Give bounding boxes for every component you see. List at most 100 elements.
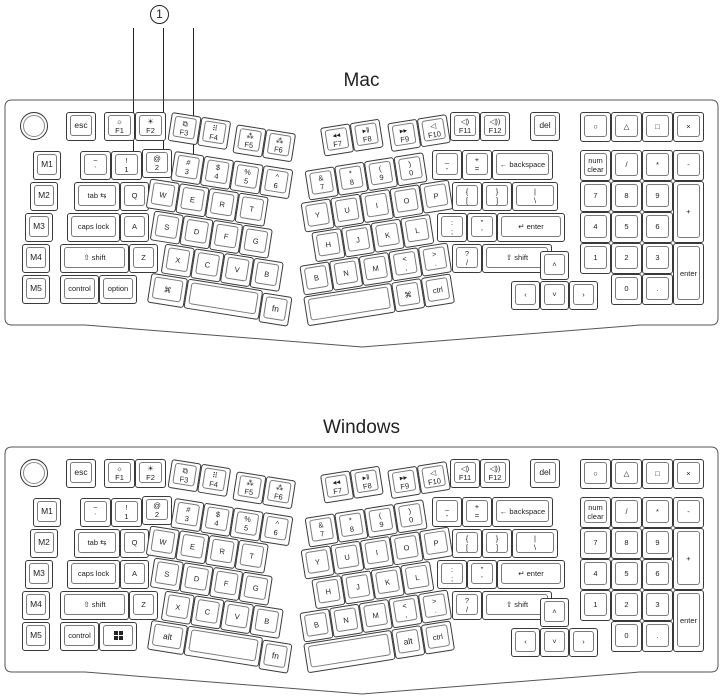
key-x[interactable]: X [160, 590, 195, 625]
key-z[interactable]: Z [129, 244, 158, 273]
key-esc[interactable]: esc [66, 112, 96, 141]
key-a[interactable]: A [120, 213, 149, 242]
key-f12[interactable]: ◁))F12 [480, 459, 510, 488]
key-np1[interactable]: 1 [580, 243, 611, 274]
key-np8[interactable]: 8 [611, 181, 642, 212]
key-f12[interactable]: ◁))F12 [480, 112, 510, 141]
key-c[interactable]: C [190, 595, 225, 630]
key-np1[interactable]: 1 [580, 590, 611, 621]
key-comma[interactable]: <, [388, 594, 423, 629]
key-semicolon[interactable]: :; [437, 560, 467, 589]
key-npenter[interactable]: enter [673, 590, 704, 652]
key-np9[interactable]: 9 [642, 181, 673, 212]
key-m2[interactable]: M2 [30, 529, 58, 558]
key-f1[interactable]: ☼F1 [104, 459, 135, 488]
key-equal[interactable]: += [462, 150, 492, 180]
key-np6[interactable]: 6 [642, 212, 673, 243]
key-l[interactable]: L [400, 560, 435, 596]
key-f4[interactable]: ⠿F4 [197, 463, 232, 498]
key-k3[interactable]: #3 [170, 497, 205, 533]
key-circle[interactable]: ○ [580, 459, 611, 489]
key-np9[interactable]: 9 [642, 528, 673, 559]
key-np8[interactable]: 8 [611, 528, 642, 559]
key-f11[interactable]: ◁)F11 [450, 112, 480, 141]
key-np6[interactable]: 6 [642, 559, 673, 590]
key-right[interactable]: › [569, 628, 598, 657]
key-npplus[interactable]: + [673, 181, 704, 243]
key-rmod[interactable]: alt [391, 625, 426, 660]
key-rbracket[interactable]: }] [482, 182, 512, 211]
key-k6[interactable]: ^6 [259, 512, 294, 547]
key-square[interactable]: □ [642, 459, 673, 489]
key-np2[interactable]: 2 [611, 590, 642, 621]
key-np7[interactable]: 7 [580, 528, 611, 559]
key-quote[interactable]: "' [467, 213, 497, 242]
key-h[interactable]: H [311, 574, 346, 610]
key-k2[interactable]: @2 [142, 496, 172, 525]
key-slash[interactable]: ?/ [452, 591, 482, 620]
key-lshift[interactable]: ⇧ shift [60, 591, 129, 620]
key-m3[interactable]: M3 [25, 213, 53, 242]
key-k4[interactable]: $4 [199, 502, 235, 537]
key-m1[interactable]: M1 [33, 151, 61, 180]
key-f2[interactable]: ☀F2 [135, 112, 166, 141]
key-k1[interactable]: !1 [111, 498, 142, 527]
key-del[interactable]: del [530, 112, 560, 141]
key-npstar[interactable]: * [642, 497, 673, 528]
key-triangle[interactable]: △ [611, 459, 642, 489]
key-npminus[interactable]: - [673, 150, 704, 181]
key-p[interactable]: P [419, 526, 454, 561]
key-v[interactable]: V [219, 599, 255, 635]
key-option[interactable] [99, 622, 137, 651]
key-np3[interactable]: 3 [642, 243, 673, 274]
key-j[interactable]: J [340, 570, 376, 605]
key-g[interactable]: G [238, 571, 273, 606]
key-f[interactable]: F [208, 566, 244, 602]
key-period[interactable]: >. [417, 589, 453, 624]
key-minus[interactable]: _- [432, 497, 462, 527]
key-npslash[interactable]: / [611, 497, 642, 528]
key-np7[interactable]: 7 [580, 181, 611, 212]
key-np0[interactable]: 0 [611, 621, 642, 652]
key-f9[interactable]: ▸▸F9 [387, 465, 422, 500]
key-b2[interactable]: B [299, 608, 334, 643]
key-npdot[interactable]: . [642, 274, 673, 305]
key-f11[interactable]: ◁)F11 [450, 459, 480, 488]
key-lbracket[interactable]: {[ [452, 182, 482, 211]
key-lmod[interactable]: alt [146, 619, 189, 656]
key-w[interactable]: W [145, 525, 180, 560]
key-slash[interactable]: ?/ [452, 244, 482, 273]
key-esc[interactable]: esc [66, 459, 96, 488]
key-grave[interactable]: ~` [80, 151, 111, 180]
key-cross[interactable]: × [673, 112, 704, 142]
key-backspace[interactable]: ← backspace [492, 497, 553, 527]
key-rbracket[interactable]: }] [482, 529, 512, 558]
key-npplus[interactable]: + [673, 528, 704, 590]
key-left[interactable]: ‹ [511, 281, 540, 310]
key-m[interactable]: M [358, 598, 393, 634]
key-del[interactable]: del [530, 459, 560, 488]
key-s[interactable]: S [149, 557, 185, 592]
key-f1[interactable]: ☼F1 [104, 112, 135, 141]
key-a[interactable]: A [120, 560, 149, 589]
key-backslash[interactable]: |\ [512, 182, 558, 211]
key-caps[interactable]: caps lock [67, 213, 120, 242]
key-tab[interactable]: tab ⇆ [74, 529, 120, 558]
key-y[interactable]: Y [300, 545, 335, 580]
key-z[interactable]: Z [129, 591, 158, 620]
key-i[interactable]: I [359, 535, 395, 571]
key-np4[interactable]: 4 [580, 559, 611, 590]
key-f6[interactable]: ⁂F6 [261, 475, 297, 510]
key-k0[interactable]: )0 [393, 499, 428, 534]
key-k5[interactable]: %5 [229, 507, 264, 542]
key-k2[interactable]: @2 [142, 149, 172, 178]
key-cross[interactable]: × [673, 459, 704, 489]
key-m4[interactable]: M4 [22, 591, 50, 620]
key-tab[interactable]: tab ⇆ [74, 182, 120, 211]
key-np4[interactable]: 4 [580, 212, 611, 243]
key-up[interactable]: ˄ [540, 251, 569, 280]
key-r[interactable]: R [204, 534, 240, 570]
key-np0[interactable]: 0 [611, 274, 642, 305]
key-m2[interactable]: M2 [30, 182, 58, 211]
